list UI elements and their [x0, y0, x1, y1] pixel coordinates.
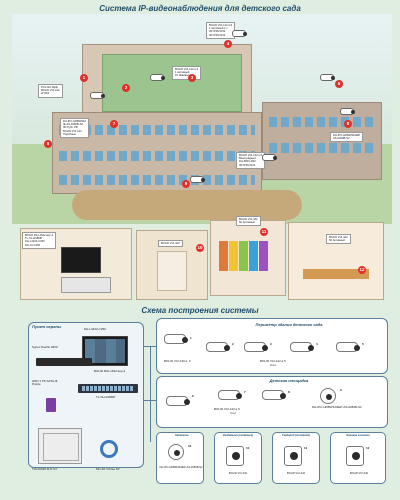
room-camera-label: BOLID VCI-442 — [286, 472, 306, 475]
switch-icon — [78, 384, 138, 393]
cable-reel-icon — [100, 440, 118, 458]
camera-badge: 6 — [44, 140, 52, 148]
camera-badge: 5 — [335, 80, 343, 88]
playground-heading: Детская площадка — [269, 378, 309, 383]
scene-label-7: BOLID VCI-442 60 Активный — [236, 216, 261, 227]
camera-icon — [232, 30, 247, 37]
camera-number: 5 — [362, 342, 364, 346]
camera-badge: 8 — [344, 120, 352, 128]
bullet-camera-icon — [244, 342, 268, 352]
camera-number: 11 — [304, 446, 308, 450]
cube-camera-icon — [226, 446, 244, 466]
scene-label-4: DH-IPC-HDBW344 IE-AS-0360B-S2 ЗР-Руф. РВ… — [60, 118, 89, 139]
dome-camera-icon — [168, 444, 184, 460]
bullet-camera-icon — [206, 342, 230, 352]
camera-icon — [262, 154, 277, 161]
nvr-label: BOLID RGI-1622 вер.4 — [94, 369, 126, 373]
playground-cam6-count: 3 шт — [230, 411, 237, 415]
connector-line — [150, 346, 151, 442]
cube-camera-icon — [284, 446, 302, 466]
building-scene — [12, 14, 392, 224]
camera-number: 8 — [288, 390, 290, 394]
server-rack-icon — [61, 277, 111, 293]
scene-label-3: POL122 Эфф BOLID VCI-122 2П ВЭ — [38, 84, 63, 98]
camera-badge: 3 — [188, 74, 196, 82]
perimeter-heading: Периметр здания детского сада — [255, 322, 323, 327]
scene-label-11: BOLID RGI-1622 вер.4 TL-SL1218MP DH-L422… — [22, 232, 56, 249]
bullet-camera-icon — [290, 342, 314, 352]
camera-number: 12 — [366, 446, 370, 450]
cube-camera-icon — [346, 446, 364, 466]
camera-number: 10 — [246, 446, 250, 450]
nvr-icon — [36, 358, 92, 366]
playground-cam9-label: DH-IPC-HDBW344IEP-AS-0280B-S2 — [312, 405, 362, 409]
camera-badge: 4 — [224, 40, 232, 48]
camera-icon — [90, 92, 105, 99]
camera-badge: 9 — [182, 180, 190, 188]
scheme-title: Схема построения системы — [141, 306, 259, 315]
camera-badge: 2 — [122, 84, 130, 92]
camera-icon — [340, 108, 355, 115]
server-rack-icon — [38, 428, 82, 464]
camera-badge: 1 — [80, 74, 88, 82]
camera-number: 3 — [270, 342, 272, 346]
room-title: Игровая комната — [346, 434, 370, 437]
scene-label-5: DH-IPC-HDBW344IEP AS-0360B-S2 — [330, 132, 364, 143]
room-camera-label: BOLID VCI-442 — [349, 472, 369, 475]
camera-number: 7 — [244, 390, 246, 394]
bullet-camera-icon — [262, 390, 286, 400]
room-title: Раздевалка (кладовые) — [222, 434, 254, 437]
playground-panel — [156, 376, 388, 428]
bullet-camera-icon — [166, 396, 190, 406]
perimeter-count: 4 шт — [270, 363, 277, 367]
dome-camera-icon — [320, 388, 336, 404]
scene-label-10: BOLID VCI-442 60 Активный — [326, 234, 351, 245]
cable-label: MC-20 / Pulse 10" — [96, 467, 121, 471]
camera-number: 2 — [232, 342, 234, 346]
playground-area — [72, 190, 302, 220]
bullet-camera-icon — [164, 334, 188, 344]
software-label: Sypex Pacific 2600 — [32, 345, 58, 349]
camera-icon — [190, 176, 205, 183]
camera-badge: 11 — [260, 228, 268, 236]
camera-icon — [320, 74, 335, 81]
monitor-icon — [61, 247, 101, 273]
scene-label-1: BOLID VCI-122 в.5 1 Активный 1 с ЗР-IPRV… — [206, 22, 236, 39]
scene-label-2: BOLID VCI-122 в.3 1 Активный 16 Эквивале… — [172, 66, 202, 80]
switch-label: TL-SL1218MP — [96, 395, 116, 399]
hdd-label: HDD 1 ТБ SATA-III Purple — [32, 379, 58, 387]
perimeter-cam5-label: BOLID VCI-122 в.5 — [260, 359, 286, 363]
hdd-icon — [46, 398, 56, 412]
camera-badge: 7 — [110, 120, 118, 128]
camera-number: 4 — [316, 342, 318, 346]
monitor-label: DH-L4422-C250 — [84, 327, 106, 331]
locker-room-photo — [210, 220, 286, 296]
scene-label-9: BOLID VCI-442 — [158, 240, 183, 248]
camera-number: 9 — [340, 388, 342, 392]
room-camera-label: DH-IPC-HDBW344IEP-AS-0280B-S2 — [159, 466, 203, 469]
scene-label-6: BOLID VCI-122 в.5 Виноградный DH-IPRV-D3… — [236, 152, 266, 169]
room-title: Гардероб (холлфойе) — [282, 434, 310, 437]
camera-number: 6 — [192, 394, 194, 398]
room-title: Кабинеты — [175, 434, 189, 437]
room-camera-label: BOLID VCI-442 — [228, 472, 248, 475]
perimeter-cam1-label: BOLID VCI-130 в. 3 — [164, 359, 191, 363]
bullet-camera-icon — [218, 390, 242, 400]
rack-label: TW-06045-R-P-GY — [32, 467, 58, 471]
bullet-camera-icon — [336, 342, 360, 352]
guard-heading: Пункт охраны — [32, 324, 62, 329]
camera-icon — [150, 74, 165, 81]
camera-number: 1 — [190, 336, 192, 340]
camera-badge: 12 — [358, 266, 366, 274]
camera-badge: 10 — [196, 244, 204, 252]
camera-number: 10 — [188, 444, 192, 448]
building-side-wing — [262, 102, 382, 180]
playground-cam6-label: BOLID VCI-122 в.5 — [214, 407, 240, 411]
building-roof — [102, 54, 242, 112]
page-title: Система IP-видеонаблюдения для детского … — [99, 4, 301, 13]
